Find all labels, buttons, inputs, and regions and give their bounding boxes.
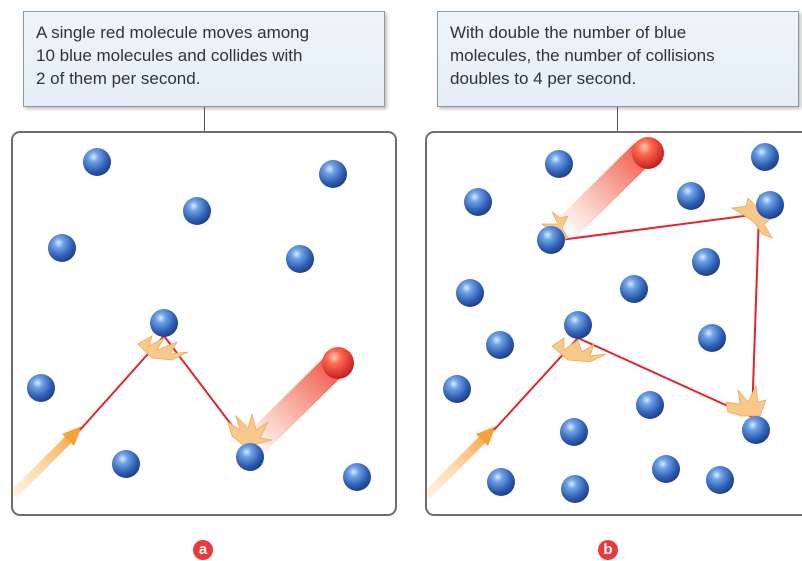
blue-molecule [692,248,720,276]
blue-molecule [48,234,76,262]
blue-molecule [561,475,589,503]
blue-molecule [27,374,55,402]
blue-molecule [486,331,514,359]
blue-molecule [706,466,734,494]
panel-a-label: a [193,540,213,560]
blue-molecules [27,148,371,491]
blue-molecule [319,160,347,188]
blue-molecule [652,455,680,483]
caption-b-line-3: doubles to 4 per second. [450,67,786,90]
caption-b: With double the number of blue molecules… [437,11,799,107]
blue-molecule [620,275,648,303]
caption-b-connector [617,107,618,132]
blue-molecule [537,226,565,254]
blue-molecule [112,450,140,478]
caption-a-line-2: 10 blue molecules and collides with [36,44,372,67]
caption-b-line-1: With double the number of blue [450,21,786,44]
collision-path [494,214,759,430]
red-molecule-trail [252,368,332,447]
panel-b-label: b [598,540,618,560]
blue-molecule [150,309,178,337]
caption-a-connector [204,107,205,132]
entry-arrow [427,436,486,495]
blue-molecule [564,311,592,339]
blue-molecule [443,375,471,403]
blue-molecule [545,150,573,178]
blue-molecule [698,324,726,352]
red-molecule [632,137,664,169]
blue-molecule [183,197,211,225]
caption-a-line-3: 2 of them per second. [36,67,372,90]
blue-molecule [756,191,784,219]
blue-molecule [286,245,314,273]
caption-a-line-1: A single red molecule moves among [36,21,372,44]
blue-molecule [560,418,588,446]
blue-molecule [456,279,484,307]
red-molecule [322,347,354,379]
panel-a [11,131,397,516]
panel-b [425,131,802,516]
entry-arrow [13,436,72,495]
blue-molecule [636,391,664,419]
blue-molecule [487,468,515,496]
caption-a: A single red molecule moves among 10 blu… [23,11,385,107]
blue-molecule [751,143,779,171]
blue-molecule [742,416,770,444]
collision-burst-icon [726,386,766,416]
caption-b-line-2: molecules, the number of collisions [450,44,786,67]
blue-molecule [83,148,111,176]
panel-b-diagram [427,133,802,516]
panel-a-diagram [13,133,397,516]
blue-molecule [236,443,264,471]
blue-molecule [464,188,492,216]
red-molecule-trail [567,154,642,228]
blue-molecule [677,182,705,210]
blue-molecule [343,463,371,491]
